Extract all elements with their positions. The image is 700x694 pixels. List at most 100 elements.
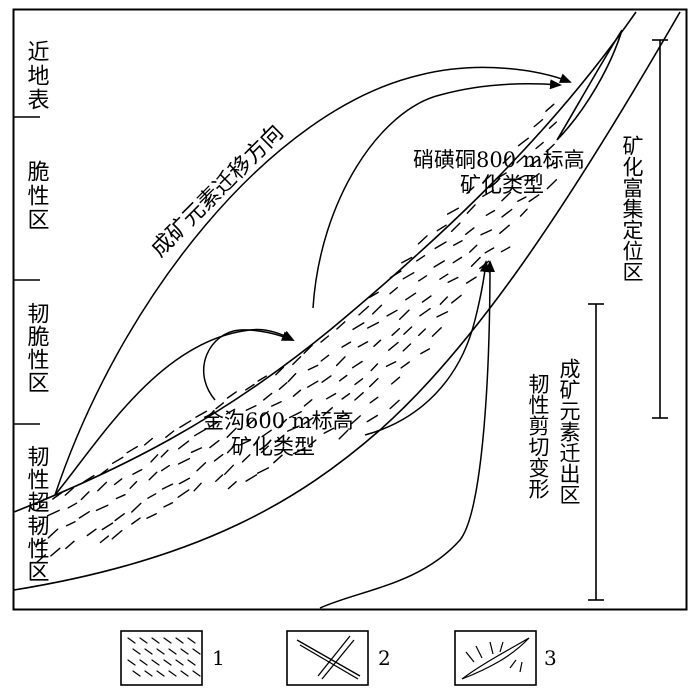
foliation-dash (196, 462, 207, 472)
legend-dash (151, 659, 160, 666)
foliation-dash (278, 381, 288, 390)
foliation-dash (147, 493, 157, 499)
legend-dash (163, 637, 172, 644)
foliation-dash (528, 194, 540, 203)
foliation-dash (303, 399, 313, 407)
foliation-dash (82, 474, 95, 483)
foliation-dash (402, 272, 415, 280)
foliation-dash (418, 328, 426, 337)
foliation-dash (533, 118, 544, 128)
legend-dash (144, 670, 153, 677)
foliation-dash (245, 405, 257, 411)
foliation-dash (213, 453, 224, 462)
foliation-dash (391, 376, 401, 385)
foliation-dash (160, 449, 169, 458)
arrow-migration-outer (54, 66, 572, 496)
legend-dash (139, 659, 148, 666)
foliation-dash (323, 427, 335, 434)
legend-dash (132, 670, 141, 677)
legend-dash (163, 659, 172, 666)
foliation-dash (150, 454, 159, 463)
legend-dash (192, 670, 201, 677)
foliation-dash (338, 412, 349, 419)
foliation-dash (469, 244, 478, 253)
foliation-dash (389, 399, 400, 410)
legend-item-2: 2 (286, 630, 391, 686)
label-xiaohuangtong-level: 硝磺硐800 m标高 (413, 148, 585, 172)
legend-swatch-vein (461, 637, 530, 680)
foliation-dash (405, 292, 417, 301)
legend-dash (175, 637, 184, 644)
foliation-dash (400, 361, 410, 369)
foliation-dash (450, 222, 461, 233)
foliation-dash (366, 414, 378, 423)
foliation-dash (431, 327, 442, 337)
arrow-jingou-loop (203, 329, 294, 401)
foliation-dash (482, 189, 495, 198)
foliation-dash (401, 256, 413, 264)
foliation-dash (402, 343, 412, 352)
legend-dash (175, 659, 184, 666)
foliation-dash (241, 454, 251, 463)
foliation-dash (420, 348, 431, 355)
foliation-dash (215, 474, 224, 482)
foliation-dash (148, 471, 158, 481)
foliation-dash (64, 487, 75, 496)
foliation-dash (495, 172, 507, 180)
arrow-bottom (319, 260, 495, 609)
foliation-dash (287, 425, 300, 432)
foliation-dash (80, 491, 90, 501)
migration-arrows (54, 66, 572, 609)
foliation-dash (433, 260, 445, 268)
arrow-right-loop (364, 260, 490, 436)
legend-number-3: 3 (544, 646, 557, 670)
foliation-dash (34, 522, 45, 528)
foliation-dash (160, 464, 171, 472)
foliation-dash (501, 191, 512, 202)
foliation-dash (352, 322, 365, 331)
foliation-dash (483, 174, 492, 183)
foliation-dash (65, 521, 76, 527)
foliation-dash (502, 155, 512, 164)
foliation-dash (369, 396, 379, 404)
foliation-dash (516, 154, 526, 164)
foliation-dash (546, 178, 558, 190)
foliation-dash (335, 356, 346, 367)
foliation-dash (535, 141, 544, 150)
zone-separators (14, 116, 40, 425)
foliation-dash (99, 535, 110, 544)
foliation-dash (163, 502, 174, 508)
foliation-dash (287, 372, 297, 383)
foliation-dash (98, 468, 109, 477)
foliation-dash (501, 208, 513, 218)
legend-dash (151, 637, 160, 644)
legend-item-1: 1 (120, 630, 225, 686)
legend-dash (156, 648, 165, 655)
foliation-dash (546, 161, 558, 168)
range-bars (588, 39, 668, 601)
legend-dash (127, 659, 136, 666)
foliation-dash (453, 240, 463, 247)
foliation-dash (208, 421, 219, 428)
foliation-dash (370, 363, 379, 372)
foliation-dash (46, 509, 60, 517)
foliation-dash (165, 430, 175, 438)
foliation-dash (517, 196, 527, 203)
foliation-dash (244, 383, 255, 391)
foliation-dash (336, 321, 346, 330)
foliation-dash (303, 417, 314, 425)
foliation-dash (373, 339, 382, 347)
legend-dash (168, 670, 177, 677)
foliation-dash (529, 158, 540, 167)
foliation-dash (386, 309, 398, 317)
label-enrichment-zone: 矿化富集定位区 (620, 135, 644, 282)
legend-dash (156, 670, 165, 677)
foliation-dash (418, 275, 428, 282)
foliation-dash (403, 326, 413, 335)
foliation-dash (358, 305, 370, 316)
foliation-dash (320, 335, 330, 343)
foliation-dash (36, 554, 47, 563)
foliation-dash (367, 321, 380, 329)
arrow-migration-mid (312, 79, 562, 309)
